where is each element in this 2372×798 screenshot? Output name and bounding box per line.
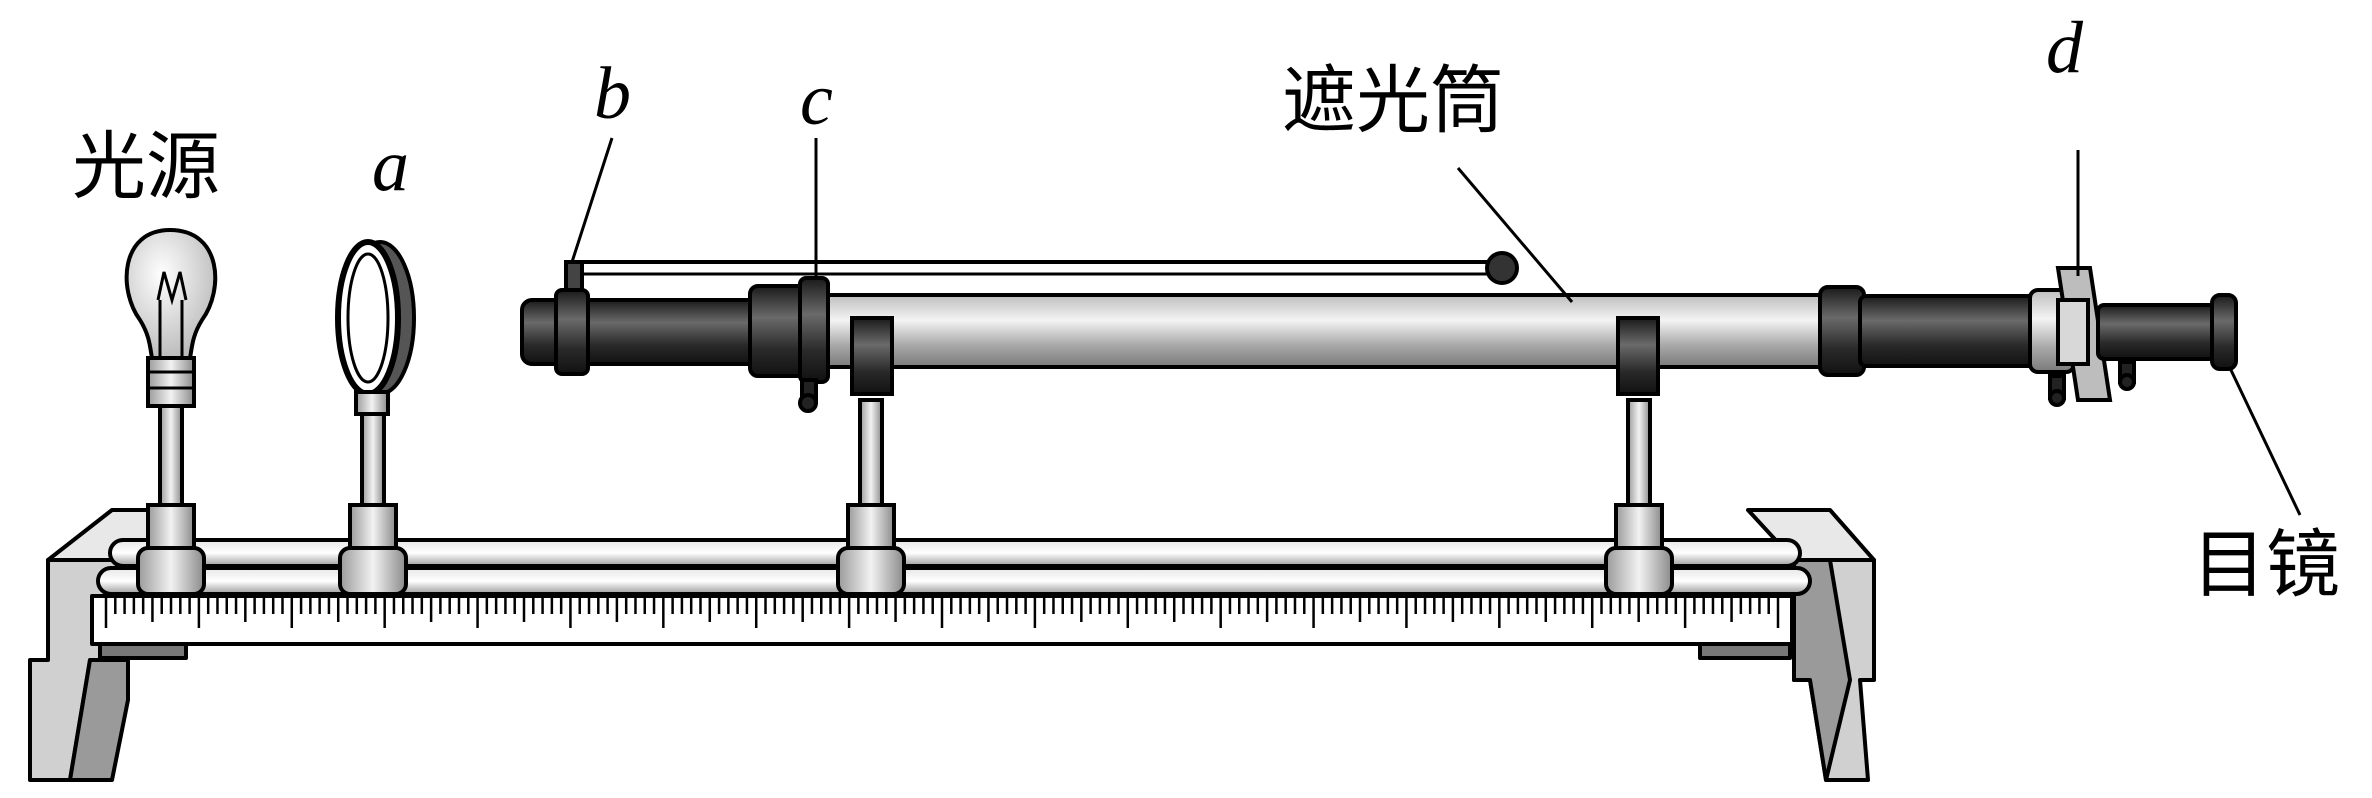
light-source-support	[136, 403, 206, 596]
tube-clamp-right	[1616, 316, 1660, 396]
measuring-head-d	[2048, 266, 2136, 407]
leader-b	[570, 137, 614, 263]
label-c: c	[800, 59, 833, 141]
label-eyepiece: 目镜	[2192, 522, 2340, 608]
tube-support-left	[836, 398, 906, 596]
leader-eyepiece	[2228, 367, 2302, 516]
tube-clamp-left	[850, 316, 894, 396]
lens-a-support	[338, 403, 408, 596]
rear-dark-tube	[1858, 294, 2042, 368]
shade-tube-assembly	[520, 251, 2238, 413]
supports	[136, 398, 1674, 596]
leader-shade-tube	[1456, 167, 1574, 303]
label-a: a	[372, 125, 409, 207]
lens-a	[335, 239, 416, 416]
right-end-stand	[1698, 508, 1876, 782]
labels: 光源 a b c 遮光筒 d 目镜	[72, 7, 2340, 608]
optical-bench	[28, 508, 1876, 782]
eyepiece	[2210, 293, 2238, 371]
shade-tube	[778, 293, 1842, 369]
label-d: d	[2046, 7, 2084, 89]
label-b: b	[594, 53, 631, 135]
leader-lines	[570, 137, 2302, 516]
label-light-source: 光源	[72, 124, 220, 210]
light-bulb-icon	[124, 227, 218, 408]
label-shade-tube: 遮光筒	[1282, 58, 1504, 144]
ruler-ticks	[104, 598, 1780, 628]
lever-knob	[1485, 251, 1519, 285]
tube-support-right	[1604, 398, 1674, 596]
eyepiece-tube	[2096, 303, 2220, 361]
